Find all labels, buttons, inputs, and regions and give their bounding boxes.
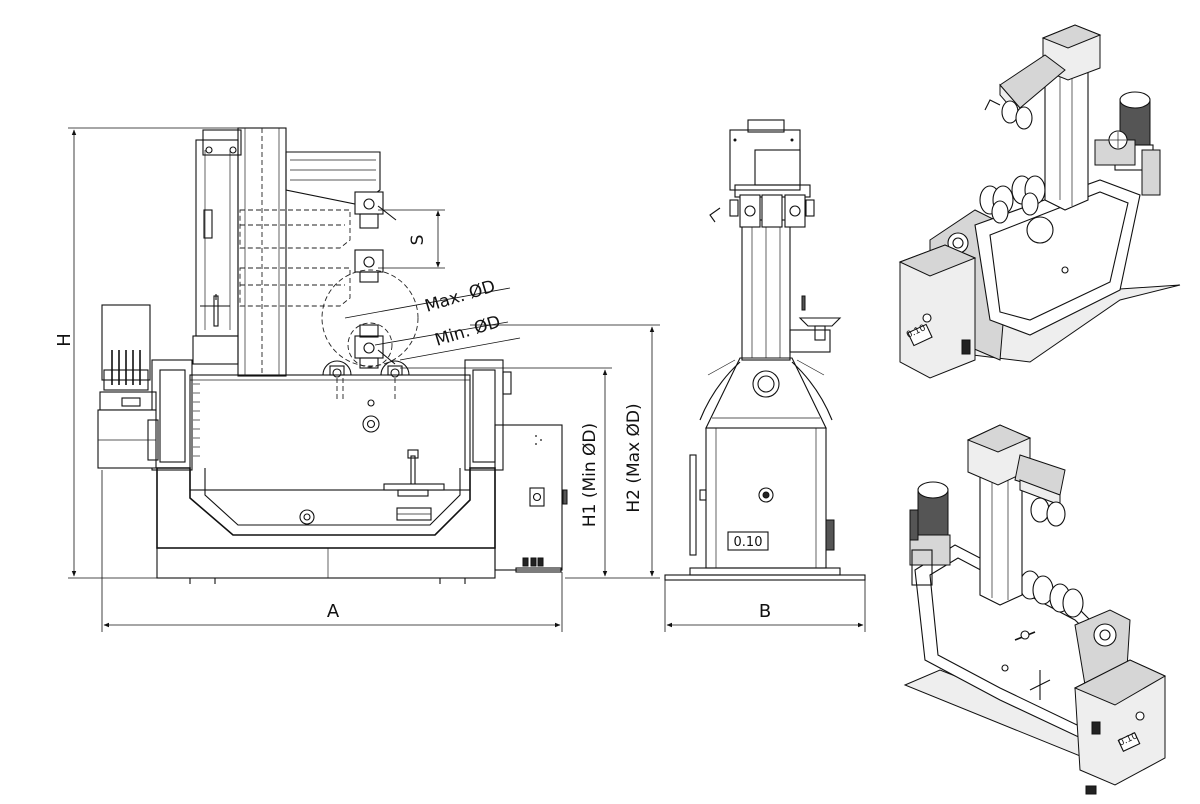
iso-top-rollers [979, 175, 1046, 224]
isometric-view-bottom: 0.10 [903, 424, 1167, 795]
front-elevation-view: Max. ØD Min. ØD S H H1 (Min ØD) [54, 127, 660, 632]
tilting-cradle-frame [156, 467, 496, 549]
length-label: A [327, 601, 340, 622]
front-arm-top-position [285, 151, 397, 229]
isometric-view-top: 0.10 [898, 24, 1181, 379]
max-diameter-circle [321, 269, 419, 367]
front-roller-bed [322, 360, 410, 400]
iso-bottom-motor [909, 481, 951, 586]
min-diameter-circle [347, 322, 393, 368]
width-dimension: B [664, 580, 866, 632]
gear-ring-teeth [193, 374, 200, 457]
length-dimension: A [101, 470, 563, 632]
iso-top-motor [1094, 91, 1161, 196]
side-upper-housing [705, 357, 827, 429]
front-main-body [189, 374, 471, 491]
min-diameter-label: Min. ØD [433, 312, 503, 351]
height-min-dimension: H1 (Min ØD) [400, 367, 612, 579]
height-max-dimension: H2 (Max ØD) [470, 324, 660, 579]
front-electrical-cabinet [494, 424, 568, 573]
width-label: B [759, 601, 771, 622]
side-id-plate [727, 531, 769, 551]
front-gear-motor [97, 304, 159, 469]
front-arm-ghost-positions [239, 209, 396, 369]
side-base-plate [664, 574, 866, 581]
height-max-label: H2 (Max ØD) [624, 403, 644, 512]
iso-top-column [1044, 59, 1089, 211]
side-plate-label: 0.10 [734, 535, 763, 550]
max-diameter-label: Max. ØD [423, 276, 498, 316]
right-trunnion-hub [464, 359, 504, 471]
height-total-label: H [54, 333, 75, 347]
iso-bottom-rollers [1019, 570, 1084, 618]
side-elevation-view: 0.10 [664, 119, 866, 632]
side-head-carriage [709, 119, 815, 228]
iso-top-cradle-frame [974, 179, 1141, 336]
motor-cooling-fins [111, 350, 141, 385]
stroke-dimension: S [378, 209, 445, 269]
front-base-skid [156, 547, 496, 579]
front-column [192, 127, 287, 377]
height-total-dimension: H [54, 127, 240, 579]
front-handwheel [383, 449, 445, 521]
height-min-label: H1 (Min ØD) [580, 423, 600, 527]
side-column [741, 219, 842, 361]
stroke-label: S [408, 235, 428, 246]
